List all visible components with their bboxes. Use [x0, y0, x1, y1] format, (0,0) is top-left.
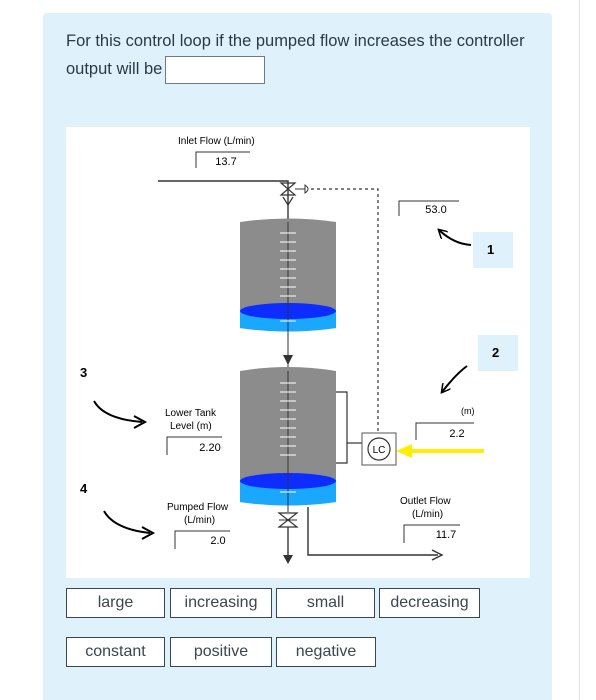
choice-positive[interactable]: positive [170, 637, 272, 667]
control-signal-line [311, 188, 379, 433]
outlet-flow-label-1: Outlet Flow [400, 496, 451, 507]
lower-tank-level-value: 2.20 [199, 442, 220, 454]
inlet-flow-box [195, 151, 250, 168]
controller-output-value: 53.0 [425, 204, 446, 216]
marker-2-arrow-icon [442, 365, 468, 392]
inlet-flow-label: Inlet Flow (L/min) [178, 136, 255, 147]
inlet-control-valve-icon [279, 182, 297, 196]
question-text: For this control loop if the pumped flow… [66, 27, 526, 84]
answer-drop-box[interactable] [165, 55, 266, 84]
marker-4: 4 [80, 481, 88, 496]
lower-tank-scale [280, 382, 296, 493]
level-transmitter-leg [336, 391, 348, 464]
lower-tank-level-label-1: Lower Tank [165, 408, 217, 419]
diagram-svg: Inlet Flow (L/min) 13.7 [158, 136, 518, 564]
choice-decreasing[interactable]: decreasing [379, 588, 480, 618]
controller-output-box [398, 200, 459, 216]
process-diagram: Inlet Flow (L/min) 13.7 [66, 127, 530, 578]
setpoint-arrow-icon [396, 444, 412, 458]
choice-large[interactable]: large [66, 588, 165, 618]
setpoint-value: 2.2 [449, 428, 464, 440]
inlet-pipe [158, 180, 289, 230]
upper-tank-scale [280, 232, 296, 322]
marker-1: 1 [487, 242, 494, 257]
lower-tank-level-label-2: Level (m) [170, 421, 212, 432]
outlet-flow-label-2: (L/min) [412, 509, 443, 520]
valve-actuator-icon [304, 184, 309, 194]
pumped-flow-box [174, 530, 230, 549]
marker-4-arrow-icon [103, 510, 156, 540]
upper-outflow-arrow-icon [283, 355, 293, 365]
marker-3-arrow-icon [93, 400, 148, 429]
pumped-flow-value: 2.0 [210, 535, 225, 547]
level-controller-label: LC [373, 445, 386, 456]
outlet-pipe [307, 507, 438, 556]
page-right-border [579, 0, 580, 700]
choice-increasing[interactable]: increasing [170, 588, 272, 618]
inlet-flow-value: 13.7 [215, 156, 236, 168]
marker-1-arrow-icon [439, 230, 472, 246]
marker-3: 3 [80, 365, 88, 380]
pumped-flow-arrow-icon [283, 555, 293, 564]
pumped-flow-label-1: Pumped Flow [167, 502, 229, 513]
choice-constant[interactable]: constant [66, 637, 165, 667]
pumped-flow-label-2: (L/min) [184, 515, 215, 526]
setpoint-box [415, 422, 474, 440]
outlet-arrow-icon [431, 549, 444, 561]
level-controller-icon [367, 437, 391, 461]
choice-small[interactable]: small [276, 588, 375, 618]
pump-icon [277, 512, 299, 528]
question-prompt: For this control loop if the pumped flow… [66, 32, 525, 78]
lower-tank-level-box [166, 436, 222, 455]
setpoint-unit: (m) [461, 406, 475, 416]
outlet-flow-value: 11.7 [436, 529, 457, 541]
choice-negative[interactable]: negative [276, 637, 376, 667]
outlet-flow-box [403, 524, 460, 543]
marker-2: 2 [492, 345, 499, 360]
